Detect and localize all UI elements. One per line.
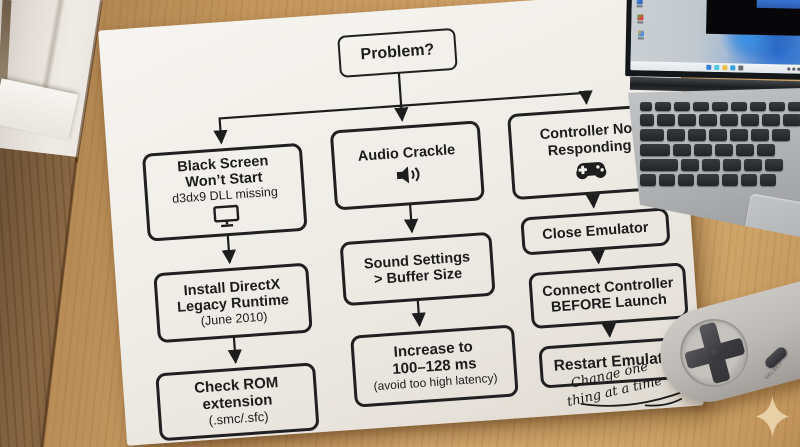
keyboard-key	[699, 114, 717, 126]
laptop-keyboard-deck	[627, 88, 800, 239]
flowchart-box-black-screen: Black Screen Won’t Start d3dx9 DLL missi…	[141, 142, 308, 242]
flowchart-box-sound-settings: Sound Settings > Buffer Size	[339, 231, 496, 307]
keyboard-key	[769, 102, 785, 111]
search-icon	[714, 64, 720, 71]
keyboard-key	[757, 144, 775, 156]
keyboard-key	[640, 159, 678, 171]
keyboard-key	[772, 129, 790, 141]
gamepad-icon	[576, 161, 607, 179]
keyboard-key	[730, 129, 748, 141]
keyboard-key	[659, 174, 675, 186]
keyboard-key	[667, 129, 685, 141]
browser-icon	[730, 65, 736, 71]
box-title: Close Emulator	[541, 219, 650, 244]
keyboard-key	[640, 174, 656, 186]
flowchart-box-audio-crackle: Audio Crackle	[329, 120, 485, 211]
keyboard-key	[640, 114, 654, 126]
windows-desktop-wallpaper	[630, 0, 800, 74]
keyboard-key	[751, 129, 769, 141]
app-window	[706, 0, 800, 36]
keyboard-key	[712, 102, 728, 111]
keyboard-key	[702, 159, 720, 171]
keyboard-key	[693, 102, 709, 111]
app-icon	[738, 65, 744, 71]
keyboard-key	[760, 174, 776, 186]
controller-body: SELECT SUPER	[649, 260, 800, 413]
app-window-title-bar	[756, 0, 800, 9]
keyboard-key	[688, 129, 706, 141]
keyboard-key	[731, 102, 747, 111]
keyboard-key	[673, 144, 691, 156]
flowchart-box-increase-buffer: Increase to 100–128 ms (avoid too high l…	[350, 324, 519, 408]
desktop-icon	[637, 14, 644, 21]
taskbar-icons	[706, 64, 744, 71]
keyboard-key	[640, 144, 670, 156]
desktop-icon	[637, 30, 645, 37]
keyboard-key	[674, 102, 690, 111]
keyboard-key	[678, 174, 694, 186]
keyboard-key	[697, 174, 719, 186]
folder-icon	[722, 65, 728, 71]
keyboard-key	[750, 102, 766, 111]
laptop-keyboard	[640, 102, 800, 192]
keyboard-key	[723, 159, 741, 171]
keyboard-key	[681, 159, 699, 171]
keyboard-key	[722, 174, 738, 186]
keyboard-key	[762, 114, 780, 126]
flowchart-box-check-rom: Check ROM extension (.smc/.sfc)	[155, 362, 320, 442]
keyboard-key	[694, 144, 712, 156]
box-title: Audio Crackle	[357, 141, 456, 165]
keyboard-key	[720, 114, 738, 126]
keyboard-key	[640, 102, 652, 111]
keyboard-key	[741, 174, 757, 186]
flowchart-connectors	[213, 72, 704, 407]
keyboard-key	[744, 159, 762, 171]
flowchart-paper: Problem? Black Screen Won’t Start d3dx9 …	[98, 0, 704, 446]
keyboard-key	[788, 102, 800, 111]
desktop-icon	[636, 0, 643, 5]
keyboard-key	[657, 114, 675, 126]
keyboard-key	[783, 114, 800, 126]
speaker-icon	[396, 166, 419, 184]
box-title: Problem?	[360, 41, 435, 64]
keyboard-key	[736, 144, 754, 156]
laptop-screen	[625, 0, 800, 80]
keyboard-key	[765, 159, 783, 171]
box-subtitle: (.smc/.sfc)	[208, 408, 269, 428]
system-tray	[787, 67, 800, 71]
keyboard-key	[655, 102, 671, 111]
flowchart-box-controller-not-responding: Controller Not Responding	[507, 103, 673, 201]
skirting-board	[0, 78, 78, 140]
keyboard-key	[640, 129, 664, 141]
keyboard-key	[741, 114, 759, 126]
flowchart-root-box: Problem?	[337, 27, 458, 78]
keyboard-key	[678, 114, 696, 126]
monitor-icon	[213, 205, 240, 228]
start-icon	[706, 64, 712, 70]
flowchart-box-install-directx: Install DirectX Legacy Runtime (June 201…	[153, 262, 313, 344]
keyboard-key	[709, 129, 727, 141]
taskbar	[630, 61, 800, 74]
sparkle-watermark-icon	[756, 396, 789, 437]
keyboard-key	[715, 144, 733, 156]
